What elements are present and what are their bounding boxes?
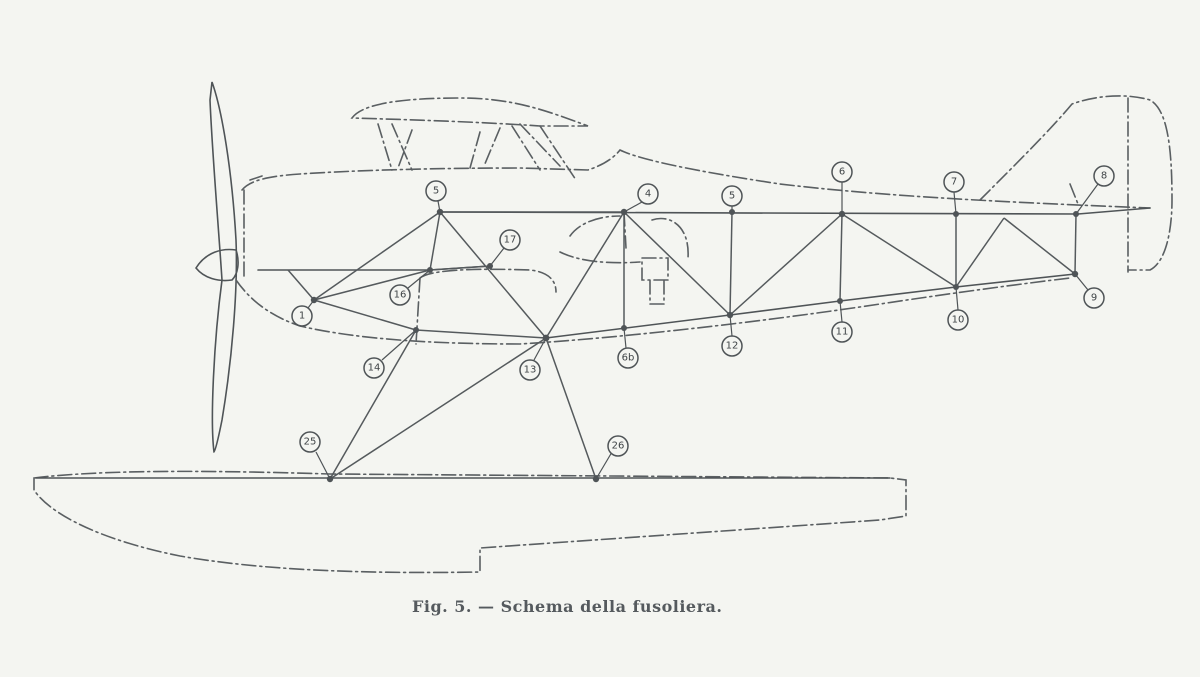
node-label-17: 17 bbox=[499, 229, 521, 251]
svg-text:13: 13 bbox=[524, 365, 537, 376]
svg-text:4: 4 bbox=[645, 189, 651, 200]
node-label-1: 1 bbox=[291, 305, 313, 327]
node-label-8: 8 bbox=[1093, 165, 1115, 187]
node-label-16: 16 bbox=[389, 284, 411, 306]
svg-text:10: 10 bbox=[952, 315, 965, 326]
upper-wing bbox=[350, 97, 589, 127]
float bbox=[33, 470, 907, 574]
fuselage-upper-outline bbox=[241, 148, 1151, 209]
node-label-25: 25 bbox=[299, 431, 321, 453]
node-label-13: 13 bbox=[519, 359, 541, 381]
svg-text:26: 26 bbox=[612, 441, 625, 452]
node-label-6: 6 bbox=[831, 161, 853, 183]
node-label-5b: 5 bbox=[721, 185, 743, 207]
svg-text:25: 25 bbox=[304, 437, 317, 448]
propeller bbox=[209, 81, 238, 453]
truss-joints bbox=[310, 208, 1079, 483]
svg-text:17: 17 bbox=[504, 235, 517, 246]
propeller-hub bbox=[195, 248, 239, 282]
cabane-struts bbox=[377, 123, 577, 181]
node-label-12: 12 bbox=[721, 335, 743, 357]
figure-caption: Fig. 5. — Schema della fusoliera. bbox=[412, 597, 723, 616]
svg-text:8: 8 bbox=[1101, 171, 1107, 182]
svg-text:7: 7 bbox=[951, 177, 957, 188]
svg-text:12: 12 bbox=[726, 341, 739, 352]
float-strut-fairing bbox=[415, 268, 557, 345]
nose-cowling bbox=[243, 175, 263, 281]
svg-text:14: 14 bbox=[368, 363, 381, 374]
svg-text:6b: 6b bbox=[622, 353, 635, 364]
label-leaders bbox=[307, 182, 1099, 480]
node-label-11: 11 bbox=[831, 321, 853, 343]
svg-text:9: 9 bbox=[1091, 293, 1097, 304]
upper-longeron-extension bbox=[1077, 207, 1151, 215]
pilot-seat bbox=[641, 257, 669, 305]
svg-text:6: 6 bbox=[839, 167, 845, 178]
rudder-hinge bbox=[1069, 97, 1129, 273]
node-label-7: 7 bbox=[943, 171, 965, 193]
node-label-5a: 5 bbox=[425, 180, 447, 202]
truss-members bbox=[287, 211, 1077, 480]
cockpit-outline bbox=[559, 211, 689, 264]
tail-fin bbox=[979, 95, 1173, 271]
node-label-6b: 6b bbox=[617, 347, 639, 369]
svg-text:5: 5 bbox=[433, 186, 439, 197]
node-label-10: 10 bbox=[947, 309, 969, 331]
node-label-26: 26 bbox=[607, 435, 629, 457]
node-label-14: 14 bbox=[363, 357, 385, 379]
svg-text:1: 1 bbox=[299, 311, 305, 322]
svg-text:16: 16 bbox=[394, 290, 407, 301]
node-label-4: 4 bbox=[637, 183, 659, 205]
node-label-9: 9 bbox=[1083, 287, 1105, 309]
svg-text:11: 11 bbox=[836, 327, 849, 338]
svg-text:5: 5 bbox=[729, 191, 735, 202]
